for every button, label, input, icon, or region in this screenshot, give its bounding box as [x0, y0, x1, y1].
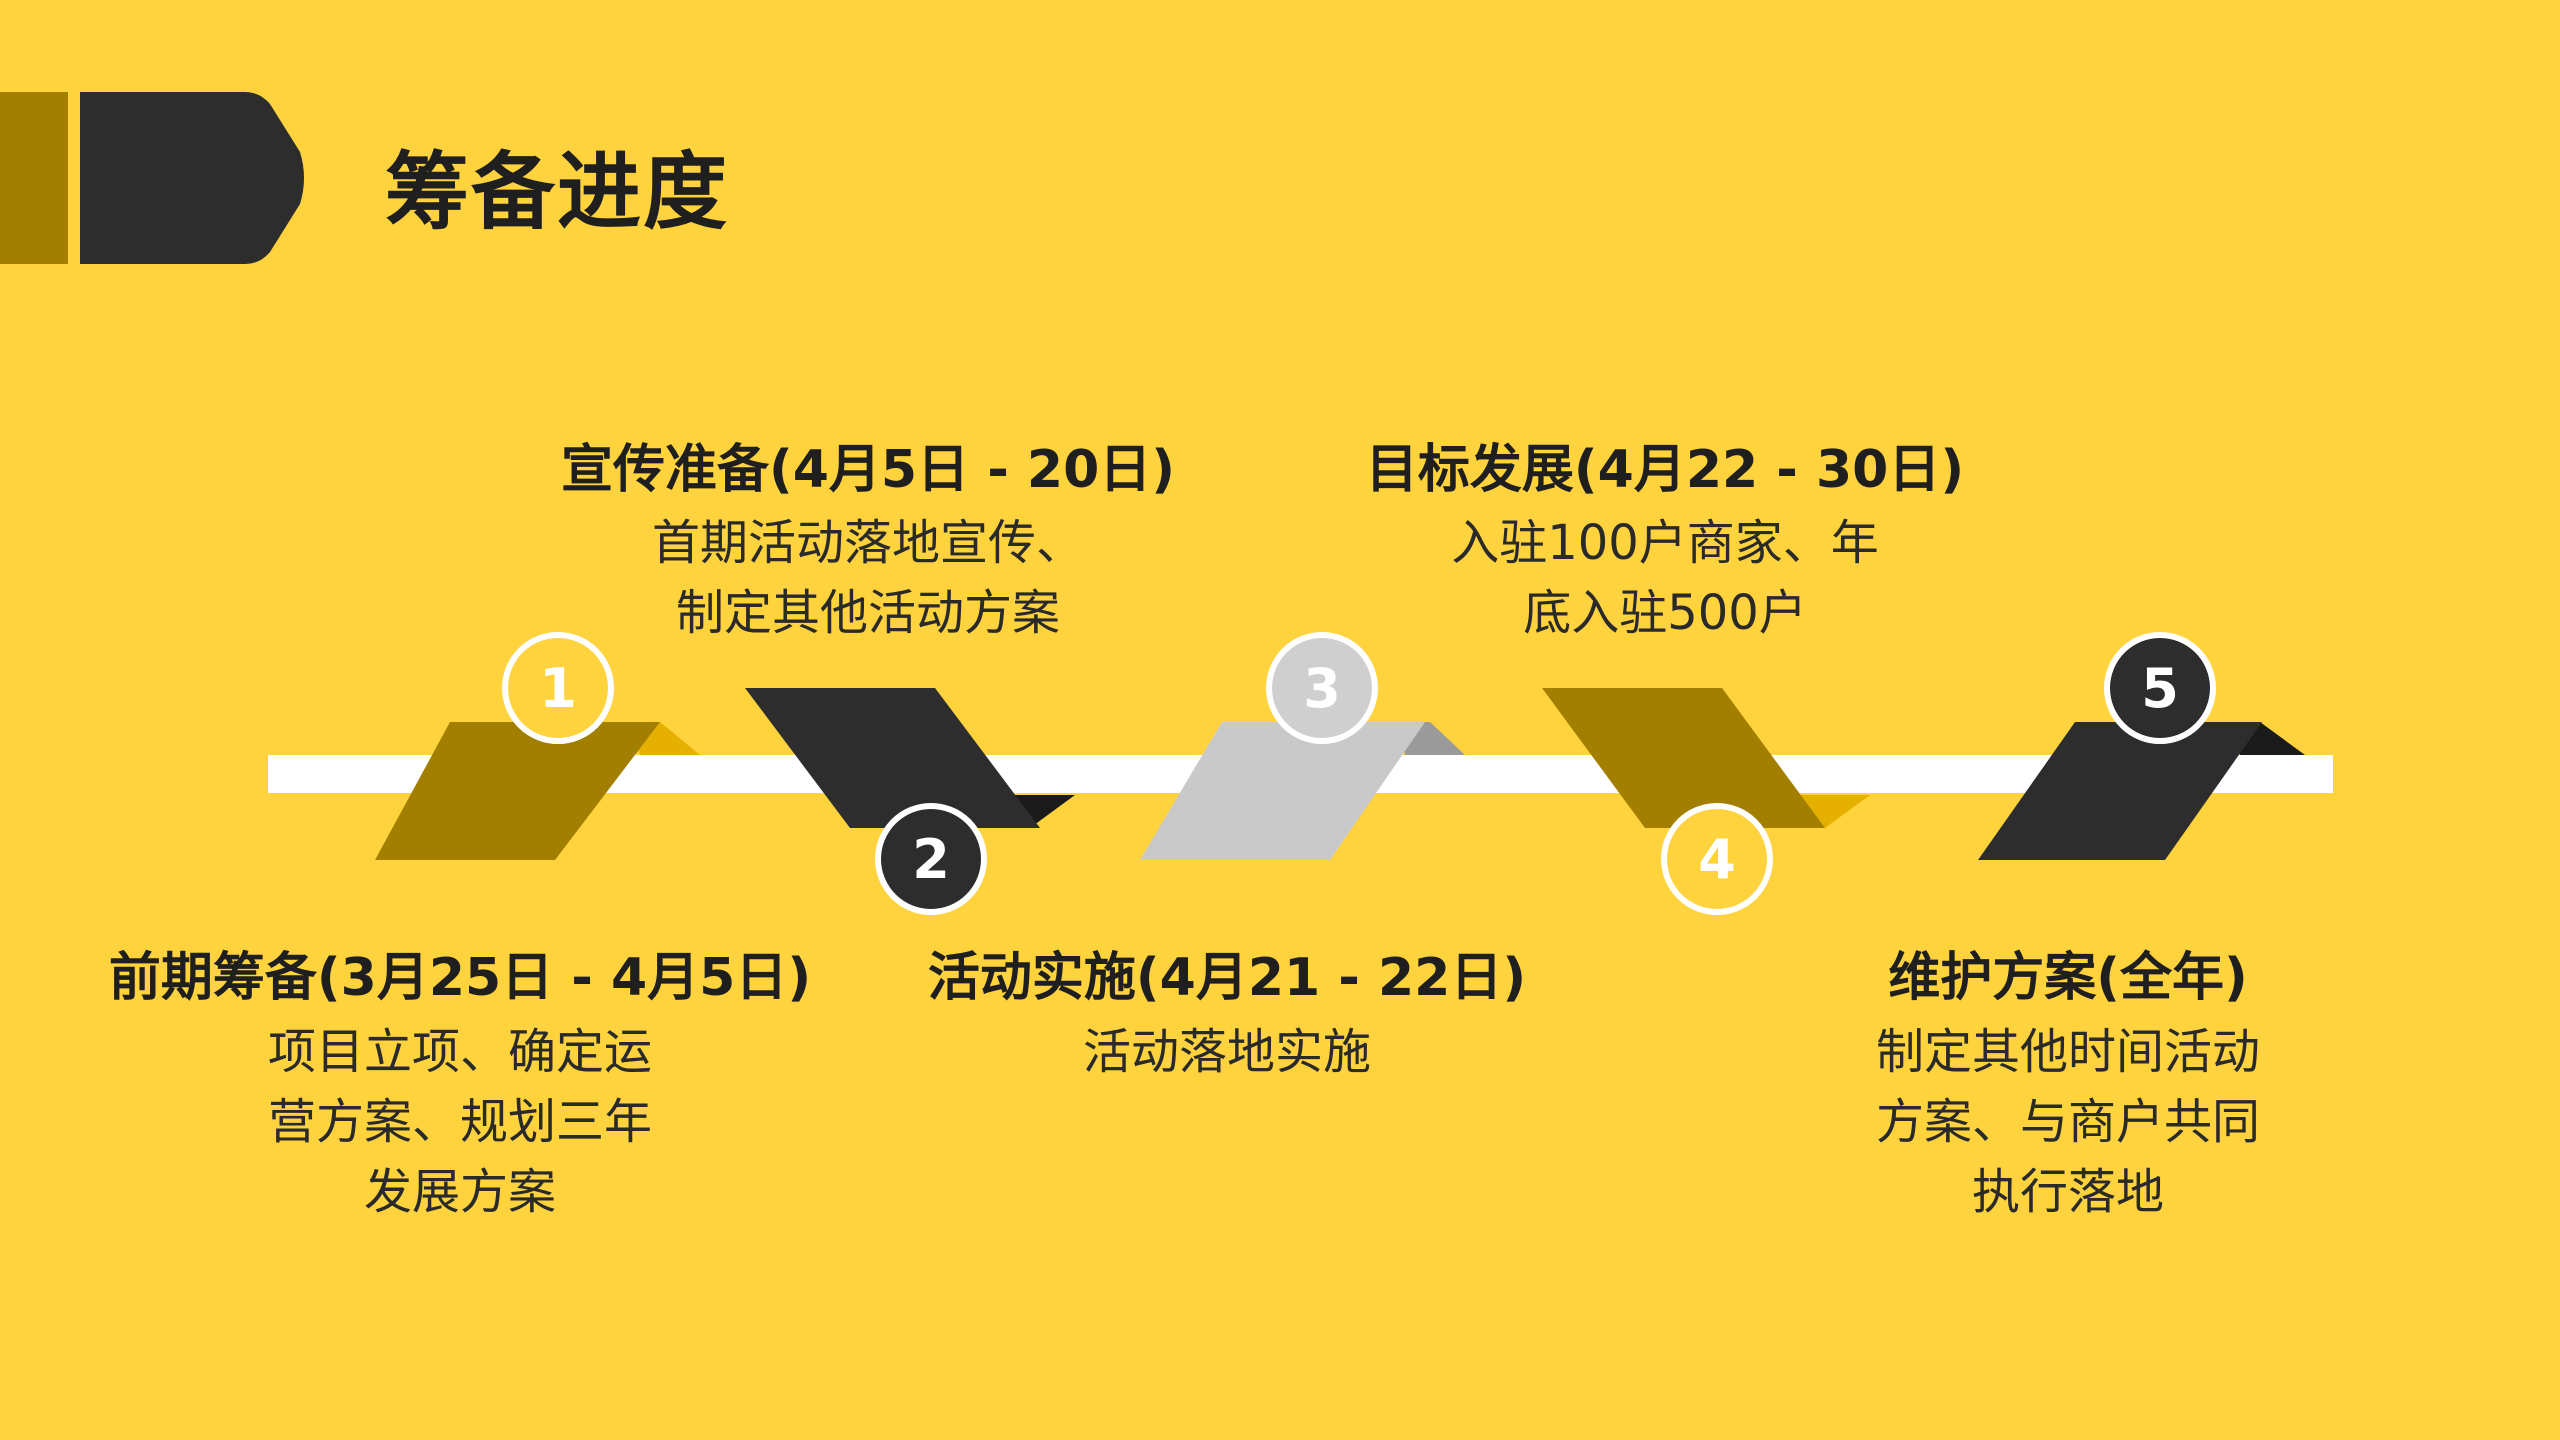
ribbon-1 [375, 722, 660, 860]
stage-1-badge: 1 [502, 632, 614, 744]
stage-2-number: 2 [912, 827, 950, 891]
header-decoration [0, 92, 304, 264]
stage-2-badge: 2 [875, 803, 987, 915]
stage-5-desc-line: 制定其他时间活动 [1875, 1024, 2261, 1080]
stage-2-desc-line: 制定其他活动方案 [675, 585, 1061, 641]
stage-4-desc-line: 入驻100户商家、年 [1451, 515, 1879, 571]
stage-1-title: 前期筹备(3月25日 - 4月5日) [108, 948, 812, 1008]
stage-3-badge: 3 [1266, 632, 1378, 744]
stage-1-number: 1 [539, 656, 577, 720]
stage-1-desc: 项目立项、确定运 营方案、规划三年 发展方案 [268, 1017, 652, 1227]
stage-5-desc: 制定其他时间活动 方案、与商户共同 执行落地 [1876, 1017, 2260, 1227]
stage-3-desc: 活动落地实施 [1083, 1017, 1371, 1087]
stage-3-desc-line: 活动落地实施 [1082, 1024, 1372, 1080]
stage-5-title: 维护方案(全年) [1888, 948, 2248, 1008]
stage-2-title: 宣传准备(4月5日 - 20日) [560, 440, 1176, 500]
stage-4-title: 目标发展(4月22 - 30日) [1365, 440, 1965, 500]
stage-3-title: 活动实施(4月21 - 22日) [927, 948, 1527, 1008]
stage-1-desc-line: 发展方案 [363, 1164, 557, 1220]
header-gold-bar [0, 92, 68, 264]
stage-5-desc-line: 执行落地 [1971, 1164, 2165, 1220]
stage-2-desc: 首期活动落地宣传、 制定其他活动方案 [652, 508, 1084, 648]
ribbon-4 [1542, 688, 1825, 828]
stage-3-number: 3 [1303, 656, 1341, 720]
ribbon-5 [1978, 722, 2262, 860]
stage-1-desc-line: 项目立项、确定运 [267, 1024, 653, 1080]
page-title: 筹备进度 [385, 143, 730, 241]
header-arrow-shape [80, 92, 304, 264]
stage-4-badge: 4 [1661, 803, 1773, 915]
stage-4-desc-line: 底入驻500户 [1523, 585, 1807, 641]
stage-1-desc-line: 营方案、规划三年 [267, 1094, 653, 1150]
ribbon-2 [745, 688, 1040, 828]
stage-4-number: 4 [1698, 827, 1736, 891]
ribbon-3 [1140, 722, 1425, 860]
stage-5-desc-line: 方案、与商户共同 [1875, 1094, 2261, 1150]
stage-2-desc-line: 首期活动落地宣传、 [651, 515, 1085, 571]
stage-4-desc: 入驻100户商家、年 底入驻500户 [1451, 508, 1879, 648]
stage-5-number: 5 [2141, 656, 2179, 720]
stage-5-badge: 5 [2104, 632, 2216, 744]
